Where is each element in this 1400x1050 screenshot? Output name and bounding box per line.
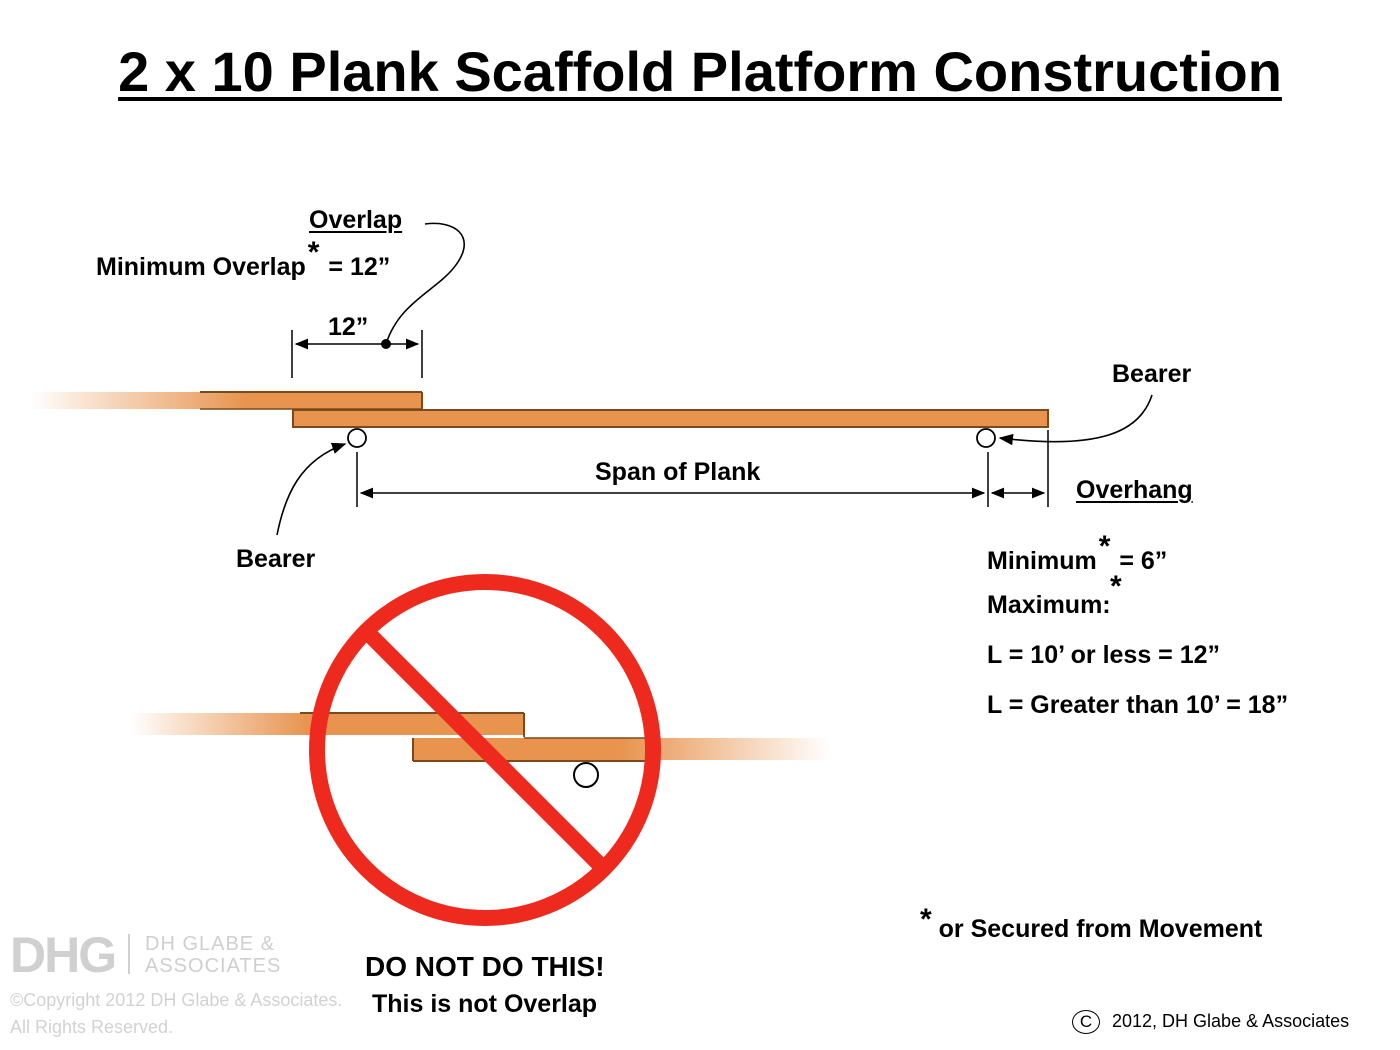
span-of-plank-label: Span of Plank [595,458,761,486]
asterisk-mark: * [307,236,320,269]
bearer-left [347,428,367,448]
overhang-minimum-value: = 6” [1119,547,1168,575]
overlap-dimension [291,222,465,378]
logo-name-line-2: ASSOCIATES [145,955,282,977]
upper-plank [30,391,423,410]
overhang-maximum: Maximum: [987,593,1111,618]
bearer-right [976,428,996,448]
bearer-left-leader [276,442,347,536]
minimum-overlap-rule: Minimum Overlap* = 12” [96,238,391,281]
page-title: 2 x 10 Plank Scaffold Platform Construct… [0,44,1400,100]
overhang-heading: Overhang [1076,476,1193,504]
bearer-right-leader [998,394,1153,446]
page-title-text: 2 x 10 Plank Scaffold Platform Construct… [118,40,1282,103]
minimum-overlap-label: Minimum Overlap [96,253,306,281]
overhang-minimum-label: Minimum [987,547,1097,575]
copyright-notice: C 2012, DH Glabe & Associates [1072,1010,1349,1034]
dhg-logo: DHG [10,927,117,983]
overhang-rule-short: L = 10’ or less = 12” [987,641,1221,669]
footnote-text: or Secured from Movement [938,915,1263,943]
watermark-copyright-line-2: All Rights Reserved. [10,1017,174,1037]
main-plank [292,409,1049,428]
footnote: * or Secured from Movement [920,905,1263,943]
bearer-label-left: Bearer [236,545,316,573]
asterisk-mark: * [1098,530,1111,563]
overhang-rule-long: L = Greater than 10’ = 18” [987,691,1289,719]
bearer-label-right: Bearer [1112,360,1192,388]
span-dimension [356,430,1049,507]
prohibition-sign-icon [309,574,661,926]
logo-divider [128,934,130,974]
copyright-icon: C [1072,1010,1100,1034]
warning-line-2: This is not Overlap [372,990,598,1018]
minimum-overlap-value: = 12” [328,253,391,281]
asterisk-mark: * [1110,570,1122,603]
watermark-copyright-line-1: ©Copyright 2012 DH Glabe & Associates. [10,990,343,1010]
asterisk-mark: * [920,903,932,936]
logo-name-line-1: DH GLABE & [145,933,276,955]
warning-line-1: DO NOT DO THIS! [365,951,605,982]
copyright-text: 2012, DH Glabe & Associates [1112,1010,1350,1031]
wrong-example-bearer [573,762,599,788]
overhang-maximum-label: Maximum: [987,591,1111,619]
overlap-dimension-label: 12” [328,313,369,341]
overlap-heading: Overlap [309,206,403,234]
overhang-minimum: Minimum* = 6” [987,532,1168,575]
